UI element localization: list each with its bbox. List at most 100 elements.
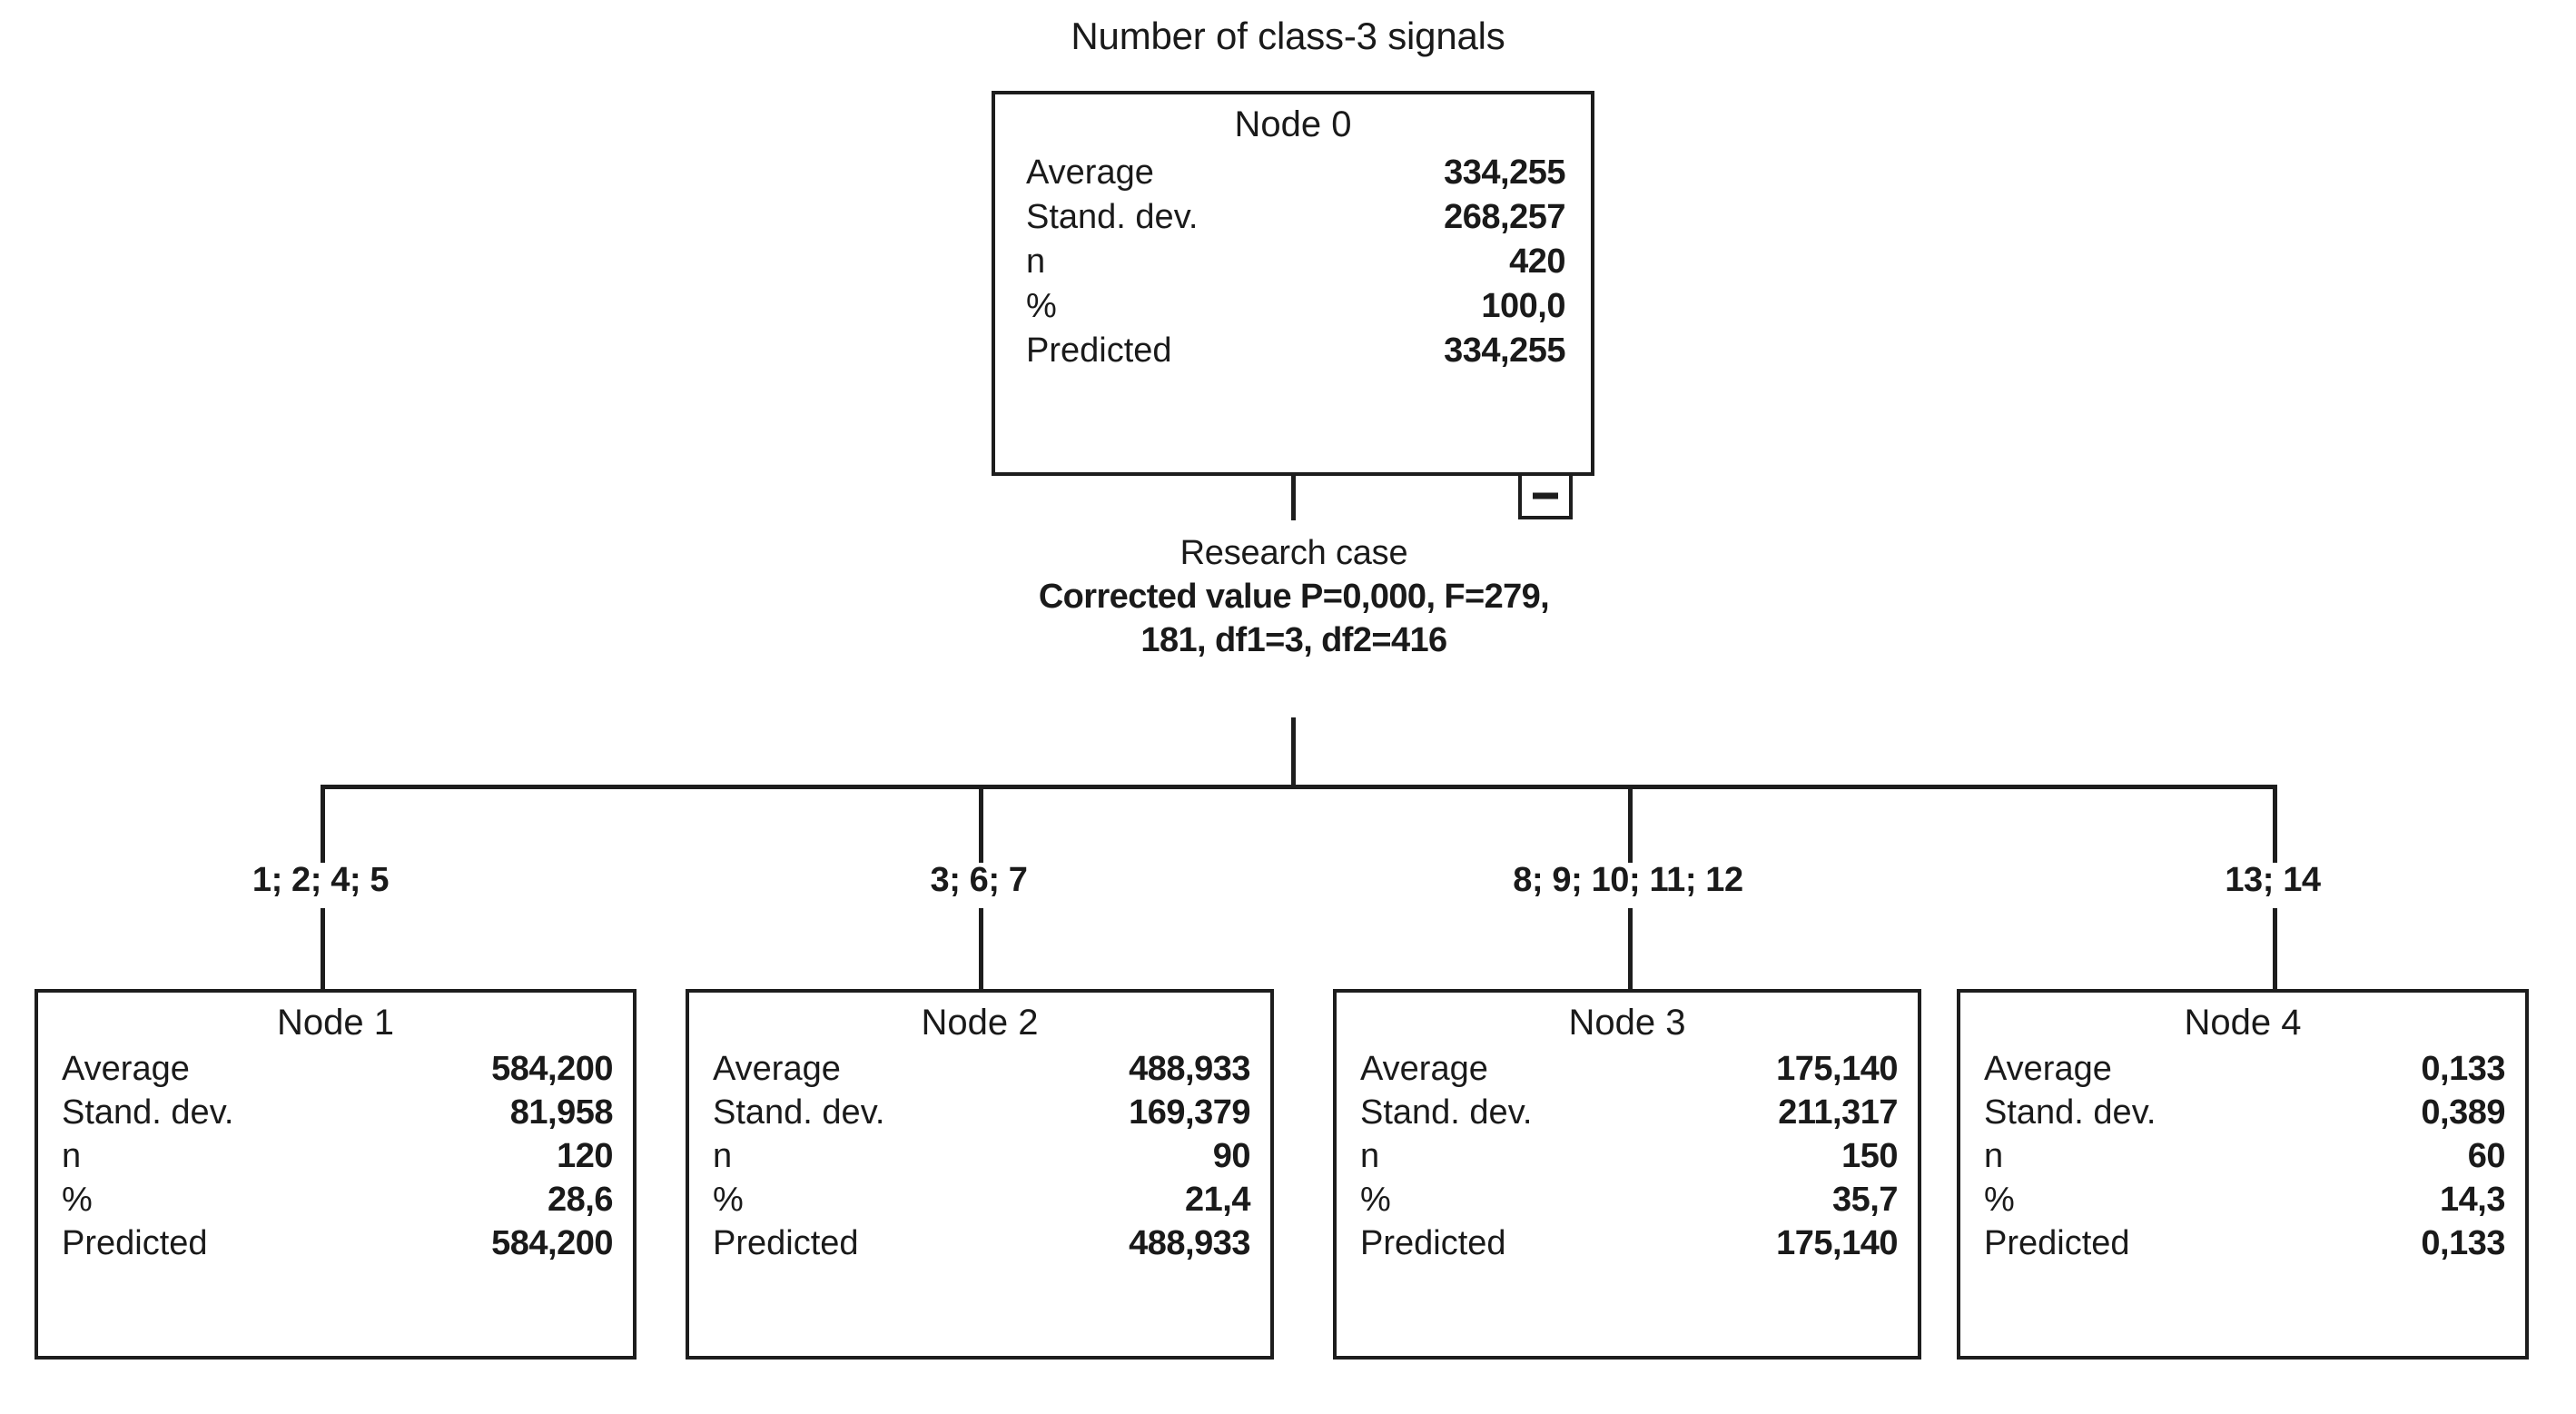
split-stats-line-2: 181, df1=3, df2=416	[1140, 621, 1447, 659]
table-row: % 14,3	[1984, 1178, 2505, 1221]
table-row: n 60	[1984, 1134, 2506, 1178]
stat-label: Stand. dev.	[62, 1093, 234, 1132]
node-title: Node 2	[921, 1003, 1039, 1043]
node-stats-table: Average 175,140 Stand. dev. 211,317 n 15…	[1337, 1045, 1918, 1265]
table-row: Predicted 0,133	[1984, 1221, 2505, 1265]
stat-value: 0,389	[2421, 1093, 2505, 1132]
branch-label-4: 13; 14	[2225, 861, 2321, 899]
connector-branch-1-upper	[321, 785, 325, 863]
stat-value: 0,133	[2421, 1224, 2505, 1262]
stat-value: 169,379	[1129, 1093, 1250, 1132]
node-title: Node 4	[2184, 1003, 2302, 1043]
table-row: % 35,7	[1360, 1178, 1898, 1221]
stat-label: n	[1360, 1137, 1380, 1175]
stat-label: Stand. dev.	[713, 1093, 885, 1132]
node-box-3[interactable]: Node 3 Average 175,140 Stand. dev. 211,3…	[1333, 989, 1921, 1360]
stat-value: 211,317	[1778, 1093, 1898, 1132]
node-stats-table: Average 584,200 Stand. dev. 81,958 n 120…	[38, 1045, 633, 1265]
stat-value: 150	[1841, 1137, 1898, 1175]
node-box-2[interactable]: Node 2 Average 488,933 Stand. dev. 169,3…	[686, 989, 1274, 1360]
stat-label: n	[1984, 1137, 2004, 1175]
stat-value: 488,933	[1129, 1050, 1250, 1088]
node-title: Node 3	[1568, 1003, 1686, 1043]
stat-value: 21,4	[1185, 1181, 1250, 1219]
connector-branch-bar	[322, 785, 2276, 789]
stat-label: Average	[1360, 1050, 1488, 1088]
stat-label: %	[62, 1181, 93, 1219]
stat-label: Predicted	[1026, 331, 1172, 370]
stat-value: 60	[2467, 1137, 2506, 1175]
stat-label: n	[1026, 242, 1046, 281]
table-row: Average 334,255	[1026, 151, 1565, 195]
collapse-node-button[interactable]	[1518, 472, 1573, 519]
stat-value: 120	[557, 1137, 613, 1175]
stat-label: Predicted	[62, 1224, 208, 1262]
node-title: Node 0	[1234, 104, 1352, 144]
stat-value: 584,200	[491, 1224, 613, 1262]
split-rule-label: Research case Corrected value P=0,000, F…	[840, 531, 1748, 662]
stat-label: Average	[62, 1050, 190, 1088]
node-stats-table: Average 488,933 Stand. dev. 169,379 n 90…	[689, 1045, 1270, 1265]
stat-value: 175,140	[1776, 1224, 1898, 1262]
table-row: % 28,6	[62, 1178, 613, 1221]
stat-label: Stand. dev.	[1984, 1093, 2157, 1132]
table-row: Stand. dev. 81,958	[62, 1091, 614, 1134]
connector-branch-3-lower	[1628, 908, 1633, 990]
stat-value: 90	[1212, 1137, 1251, 1175]
connector-split-stem	[1291, 717, 1296, 788]
node-box-root[interactable]: Node 0 Average 334,255 Stand. dev. 268,2…	[992, 91, 1594, 476]
stat-label: %	[1984, 1181, 2015, 1219]
stat-value: 81,958	[509, 1093, 614, 1132]
split-variable: Research case	[1179, 534, 1408, 572]
connector-branch-4-lower	[2273, 908, 2277, 990]
stat-label: n	[713, 1137, 733, 1175]
stat-label: Predicted	[713, 1224, 859, 1262]
table-row: Predicted 334,255	[1026, 329, 1565, 373]
node-title: Node 1	[277, 1003, 394, 1043]
stat-label: %	[1360, 1181, 1391, 1219]
split-stats-line-1: Corrected value P=0,000, F=279,	[1038, 578, 1550, 616]
node-stats-table: Average 334,255 Stand. dev. 268,257 n 42…	[995, 147, 1591, 373]
table-row: Average 175,140	[1360, 1047, 1898, 1091]
stat-label: n	[62, 1137, 82, 1175]
page-title: Number of class-3 signals	[1071, 15, 1505, 57]
branch-label-3: 8; 9; 10; 11; 12	[1513, 861, 1743, 899]
connector-branch-1-lower	[321, 908, 325, 990]
table-row: Stand. dev. 268,257	[1026, 195, 1565, 240]
stat-label: Stand. dev.	[1360, 1093, 1533, 1132]
stat-value: 334,255	[1444, 153, 1565, 192]
stat-value: 0,133	[2421, 1050, 2505, 1088]
node-box-1[interactable]: Node 1 Average 584,200 Stand. dev. 81,95…	[35, 989, 637, 1360]
node-stats-table: Average 0,133 Stand. dev. 0,389 n 60 % 1…	[1960, 1045, 2525, 1265]
table-row: n 420	[1026, 240, 1565, 284]
table-row: Average 0,133	[1984, 1047, 2505, 1091]
stat-value: 420	[1509, 242, 1565, 281]
stat-label: Predicted	[1984, 1224, 2130, 1262]
stat-value: 584,200	[491, 1050, 613, 1088]
stat-value: 175,140	[1776, 1050, 1898, 1088]
node-box-4[interactable]: Node 4 Average 0,133 Stand. dev. 0,389 n…	[1957, 989, 2529, 1360]
table-row: % 100,0	[1026, 284, 1565, 329]
stat-value: 14,3	[2440, 1181, 2505, 1219]
stat-value: 100,0	[1481, 287, 1565, 325]
stat-label: Predicted	[1360, 1224, 1506, 1262]
branch-label-1: 1; 2; 4; 5	[252, 861, 390, 899]
stat-label: Average	[713, 1050, 841, 1088]
table-row: n 90	[713, 1134, 1251, 1178]
stat-label: Average	[1026, 153, 1154, 192]
table-row: Stand. dev. 0,389	[1984, 1091, 2505, 1134]
connector-root-stem	[1291, 475, 1296, 520]
table-row: Predicted 584,200	[62, 1221, 613, 1265]
stat-value: 35,7	[1832, 1181, 1898, 1219]
connector-branch-4-upper	[2273, 785, 2277, 863]
stat-value: 28,6	[548, 1181, 613, 1219]
table-row: n 150	[1360, 1134, 1898, 1178]
stat-label: %	[713, 1181, 744, 1219]
stat-value: 268,257	[1444, 198, 1565, 236]
minus-icon	[1533, 492, 1558, 499]
table-row: Stand. dev. 169,379	[713, 1091, 1250, 1134]
connector-branch-2-upper	[979, 785, 983, 863]
connector-branch-2-lower	[979, 908, 983, 990]
table-row: Average 584,200	[62, 1047, 613, 1091]
